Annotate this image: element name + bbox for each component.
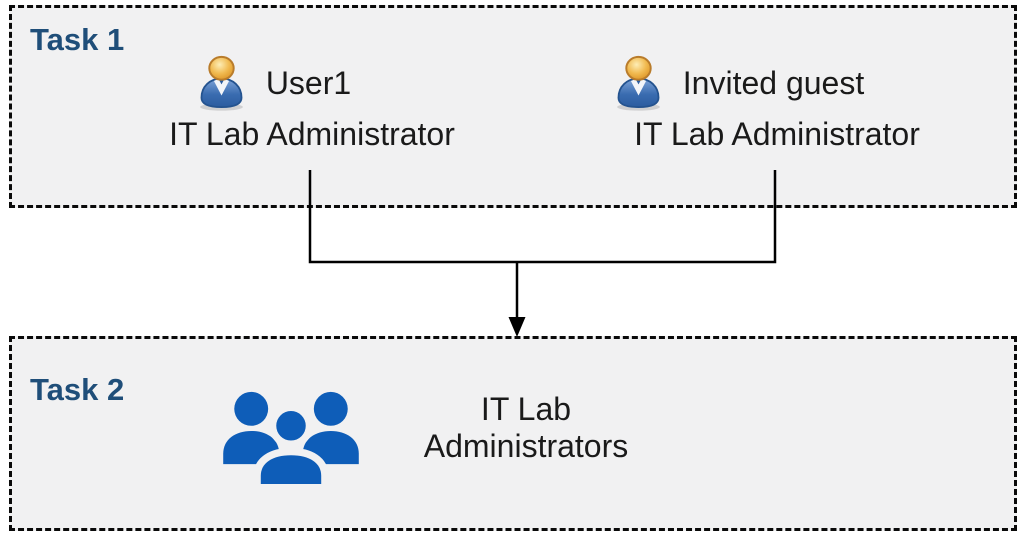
user-icon	[199, 55, 243, 111]
task2-label: Task 2	[30, 372, 125, 407]
user-role: IT Lab Administrator	[634, 116, 920, 152]
group-icon	[223, 391, 359, 492]
task1-label: Task 1	[30, 22, 125, 57]
user-icon	[616, 55, 660, 111]
user-role: IT Lab Administrator	[169, 116, 455, 152]
group-name: IT Lab Administrators	[423, 391, 629, 464]
task1-user-2-name-row: Invited guest	[610, 52, 864, 114]
task1-user-1: User1 IT Lab Administrator	[132, 52, 492, 153]
task2-box	[9, 336, 1017, 531]
task1-user-2: Invited guest IT Lab Administrator	[597, 52, 957, 153]
user-name: User1	[265, 64, 352, 101]
user-name: Invited guest	[682, 64, 865, 101]
task1-user-1-name-row: User1	[193, 52, 351, 114]
